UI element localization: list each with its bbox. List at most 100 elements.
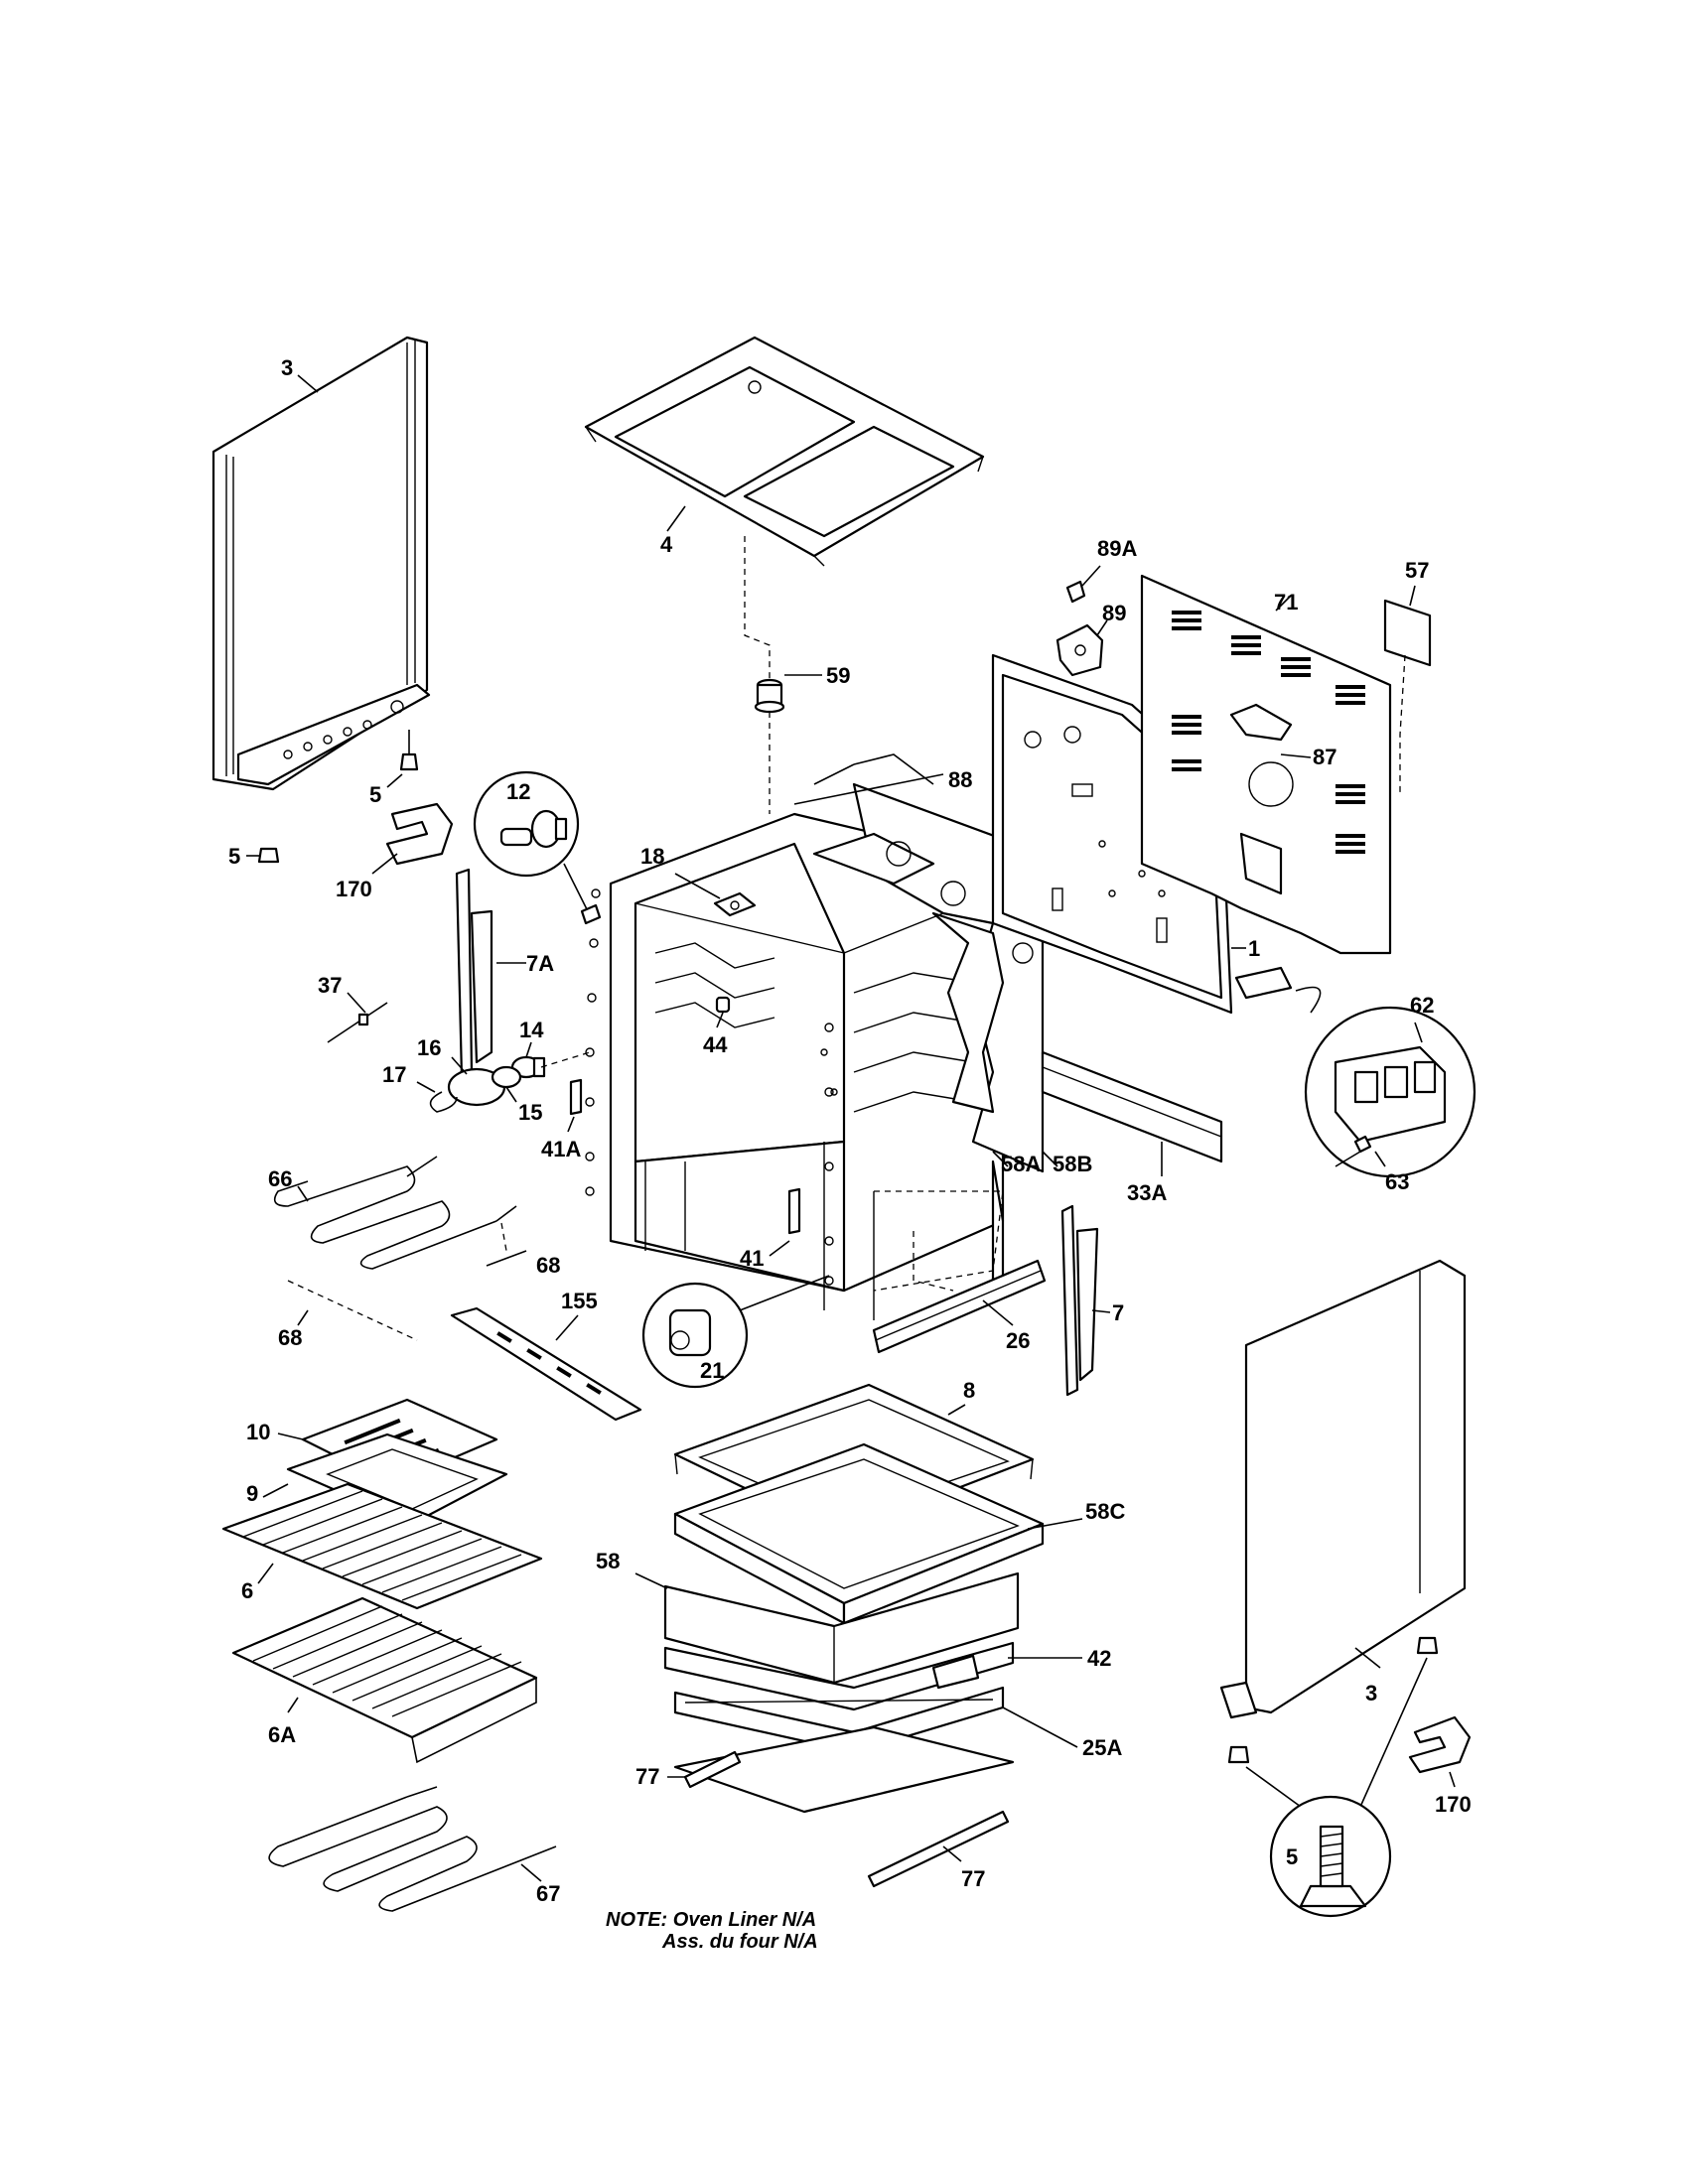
arrow-62 [1295, 986, 1322, 1014]
label-5-b: 5 [228, 844, 240, 869]
rear-cover-71 [1140, 574, 1392, 955]
drawer-bottom-panel [673, 1725, 1015, 1814]
leader-37 [347, 992, 366, 1014]
leader-10 [277, 1433, 304, 1440]
leader-3b [1354, 1647, 1381, 1669]
door-hinge-7 [1060, 1204, 1099, 1397]
oven-rack-6 [221, 1482, 543, 1610]
label-18: 18 [640, 844, 664, 869]
label-77-b: 77 [961, 1866, 985, 1891]
screw-right-b [1227, 1745, 1250, 1764]
label-4: 4 [660, 532, 673, 557]
leader-25a [1002, 1706, 1078, 1748]
leveling-leg-5 [1299, 1825, 1367, 1908]
drawer-frame-58c [673, 1442, 1045, 1625]
leader-89a [1081, 565, 1101, 587]
wire-88 [813, 763, 855, 785]
label-7a: 7A [526, 951, 554, 976]
anti-tip-bracket-170-right [1408, 1715, 1472, 1774]
part-16-lens [447, 1065, 522, 1107]
dash-line-68 [287, 1280, 418, 1341]
leader-21 [739, 1275, 830, 1311]
label-66: 66 [268, 1166, 292, 1191]
label-37: 37 [318, 973, 342, 998]
leader-170b [1449, 1771, 1456, 1788]
terminal-block-small [1234, 966, 1293, 1000]
leader-58a [992, 1151, 1009, 1167]
part-21 [668, 1308, 712, 1357]
label-3-left: 3 [281, 355, 293, 380]
leader-62 [1414, 1022, 1423, 1043]
label-1: 1 [1248, 936, 1260, 961]
leader-155 [555, 1314, 579, 1341]
anti-tip-bracket-170-left [385, 802, 454, 866]
oven-screws-left [585, 888, 834, 1286]
leader-170a [371, 853, 398, 875]
label-71: 71 [1274, 590, 1298, 614]
dash-line-26 [913, 1231, 954, 1292]
label-41: 41 [740, 1246, 764, 1271]
door-hinge-7a [455, 868, 493, 1079]
part-57-plate [1383, 599, 1432, 667]
vent-155 [450, 1306, 642, 1422]
label-33a: 33A [1127, 1180, 1167, 1205]
part-37 [327, 1002, 388, 1043]
part-59-cylinder [754, 678, 785, 714]
side-panel-left [211, 336, 431, 791]
label-170-right: 170 [1435, 1792, 1472, 1817]
label-57: 57 [1405, 558, 1429, 583]
leader-57 [1409, 585, 1416, 607]
leader-63 [1374, 1151, 1386, 1167]
label-6a: 6A [268, 1722, 296, 1747]
zoom-circle-12 [473, 770, 580, 878]
label-63: 63 [1385, 1169, 1409, 1194]
dash-line-4-59 [744, 536, 771, 685]
leader-5c-b [1359, 1657, 1428, 1808]
label-170-left: 170 [336, 877, 372, 901]
leader-88 [853, 753, 934, 785]
part-44 [715, 996, 731, 1014]
part-18-clip [713, 891, 757, 917]
leader-3a [297, 374, 319, 393]
label-59: 59 [826, 663, 850, 688]
screw-5-a [399, 730, 419, 771]
drawer-slide-77-b [867, 1810, 1010, 1888]
label-89a: 89A [1097, 536, 1137, 561]
label-155: 155 [561, 1289, 598, 1313]
wire-88-b [793, 773, 944, 805]
label-5-c: 5 [1286, 1844, 1298, 1869]
leader-66 [297, 1185, 309, 1202]
leader-44 [716, 1012, 724, 1028]
dash-line-57 [1399, 654, 1406, 794]
label-8: 8 [963, 1378, 975, 1403]
label-9: 9 [246, 1481, 258, 1506]
label-62: 62 [1410, 993, 1434, 1018]
bake-element-67 [268, 1786, 557, 1912]
leader-16 [451, 1056, 468, 1075]
leader-68a [486, 1250, 527, 1267]
leader-58 [634, 1572, 668, 1589]
terminal-block-62 [1334, 1045, 1447, 1144]
leader-5c-a [1245, 1766, 1302, 1808]
label-58a: 58A [1001, 1152, 1041, 1176]
bracket-26 [872, 1259, 1047, 1354]
leader-18 [674, 873, 721, 899]
top-panel [584, 336, 985, 567]
leader-89 [1096, 619, 1108, 636]
label-17: 17 [382, 1062, 406, 1087]
leader-87 [1280, 753, 1312, 758]
leader-9 [262, 1483, 289, 1498]
broil-element-66 [273, 1156, 517, 1270]
dash-line-14 [540, 1051, 591, 1068]
label-44: 44 [703, 1032, 728, 1057]
screw-63 [1335, 1135, 1372, 1167]
label-89: 89 [1102, 601, 1126, 625]
label-58: 58 [596, 1549, 620, 1573]
label-21: 21 [700, 1358, 724, 1383]
part-89a [1065, 580, 1086, 604]
drawer-slide-77-a [683, 1750, 742, 1789]
label-12: 12 [506, 779, 530, 804]
leader-12 [563, 863, 589, 912]
label-26: 26 [1006, 1328, 1030, 1353]
label-58c: 58C [1085, 1499, 1125, 1524]
